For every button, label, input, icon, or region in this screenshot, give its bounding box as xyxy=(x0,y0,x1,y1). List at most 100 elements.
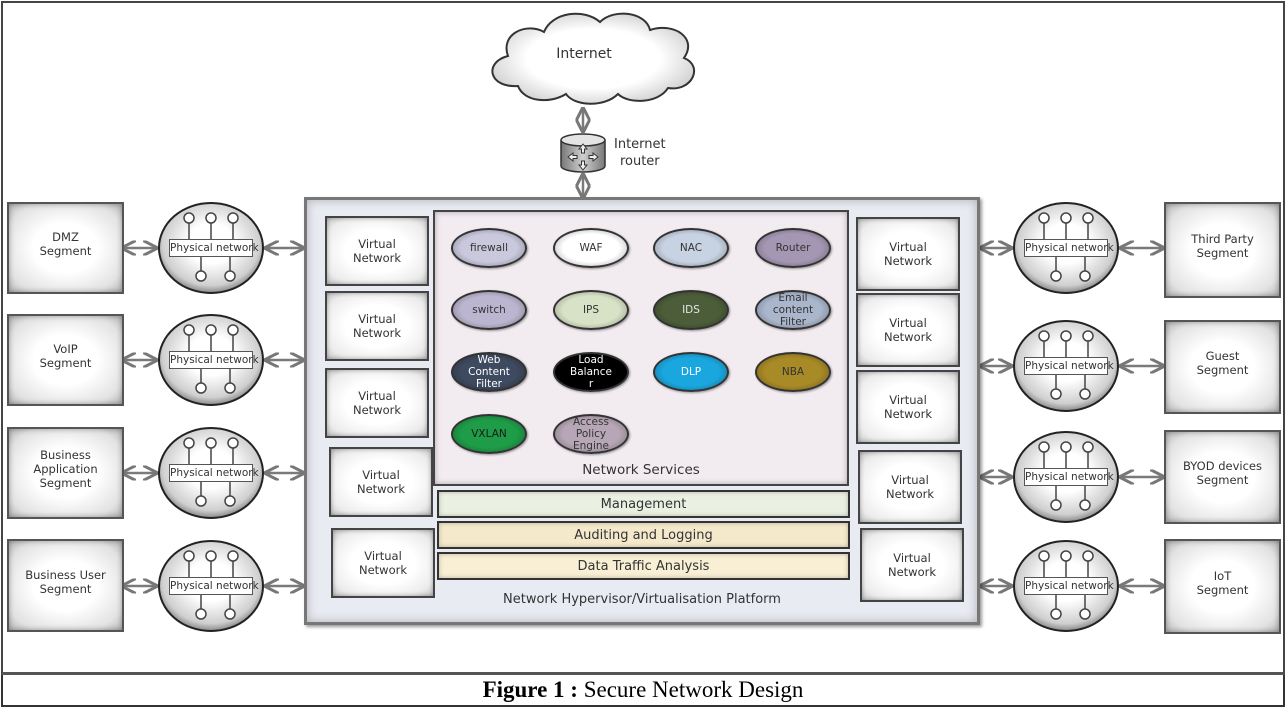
service-label: IPS xyxy=(583,304,599,316)
service-label: WAF xyxy=(579,242,602,254)
service-label-line: IDS xyxy=(682,304,700,316)
internet-cloud-icon xyxy=(491,12,696,105)
platform-label: Network Hypervisor/Virtualisation Platfo… xyxy=(503,592,781,607)
internet-router-label: Internet router xyxy=(614,136,666,170)
service-dlp: DLP xyxy=(653,352,729,392)
service-label-line: Access xyxy=(573,416,609,428)
physical-network-label: Physical network xyxy=(169,464,259,482)
physical-network-label: Physical network xyxy=(1024,577,1114,595)
service-vxlan: VXLAN xyxy=(451,414,527,454)
service-label-line: IPS xyxy=(582,304,600,316)
management-layer: Management xyxy=(437,490,850,518)
segment-label-line: VoIP xyxy=(53,342,78,356)
virtual-network-label-line: Network xyxy=(358,563,408,577)
left-physical-network-1: Physical network xyxy=(157,201,265,295)
segment-label-line: Segment xyxy=(1196,246,1249,260)
router-label-line2: router xyxy=(619,154,660,169)
service-label-line: r xyxy=(588,378,594,390)
figure-caption-prefix: Figure 1 : xyxy=(482,677,578,702)
right-physical-network-2: Physical network xyxy=(1012,319,1120,413)
segment-label-line: Segment xyxy=(39,244,92,258)
physical-network-label: Physical network xyxy=(169,351,259,369)
service-label-line: Engine xyxy=(573,440,609,452)
segment-label-line: BYOD devices xyxy=(1183,459,1262,473)
virtual-network-label-line: Network xyxy=(352,251,402,265)
service-label-line: VXLAN xyxy=(471,428,507,440)
virtual-network-label-line: Network xyxy=(887,565,937,579)
service-label-line: Router xyxy=(775,242,811,254)
segment-label-line: Guest xyxy=(1205,349,1240,363)
virtual-network-label-line: Network xyxy=(883,330,933,344)
segment-label-line: Segment xyxy=(1196,473,1249,487)
service-label-line: Balance xyxy=(570,366,612,378)
service-label: DLP xyxy=(681,366,701,378)
service-label: switch xyxy=(472,304,506,316)
segment-label-line: IoT xyxy=(1213,568,1232,583)
internet-router-icon xyxy=(560,133,606,173)
router-label-line1: Internet xyxy=(614,137,666,152)
left-physical-network-4: Physical network xyxy=(157,539,265,633)
segment-label-line: Segment xyxy=(39,476,92,490)
network-services-title: Network Services xyxy=(582,462,700,478)
right-physical-network-3: Physical network xyxy=(1012,430,1120,524)
service-label: NBA xyxy=(782,366,804,378)
service-router: Router xyxy=(755,228,831,268)
virtual-network-label-line: Virtual xyxy=(364,549,402,563)
service-label: Router xyxy=(776,242,811,254)
physical-network-label: Physical network xyxy=(169,239,259,257)
right-physical-network-1: Physical network xyxy=(1012,201,1120,295)
figure-caption-text: Secure Network Design xyxy=(583,677,804,702)
service-label-line: Filter xyxy=(475,378,502,390)
physical-network-label: Physical network xyxy=(1024,357,1114,375)
service-firewall: firewall xyxy=(451,228,527,268)
service-label-line: Policy xyxy=(575,428,607,440)
segment-label-line: Segment xyxy=(39,356,92,370)
virtual-network-label-line: Network xyxy=(352,403,402,417)
internet-label: Internet xyxy=(556,46,612,62)
service-label-line: Filter xyxy=(779,316,806,328)
segment-label-line: DMZ xyxy=(52,230,79,244)
virtual-network-label-line: Network xyxy=(883,254,933,268)
service-label-line: DLP xyxy=(680,366,702,378)
service-label-line: NBA xyxy=(781,366,805,378)
virtual-network-label-line: Virtual xyxy=(358,312,396,326)
left-physical-network-2: Physical network xyxy=(157,313,265,407)
segment-label-line: Segment xyxy=(39,581,92,596)
segment-label-line: Segment xyxy=(1196,582,1249,597)
virtual-network-label-line: Virtual xyxy=(889,240,927,254)
service-label-line: WAF xyxy=(579,242,603,254)
service-label-line: Load xyxy=(578,354,604,366)
service-label-line: firewall xyxy=(469,242,509,254)
figure-caption: Figure 1 : Secure Network Design xyxy=(1,675,1285,707)
